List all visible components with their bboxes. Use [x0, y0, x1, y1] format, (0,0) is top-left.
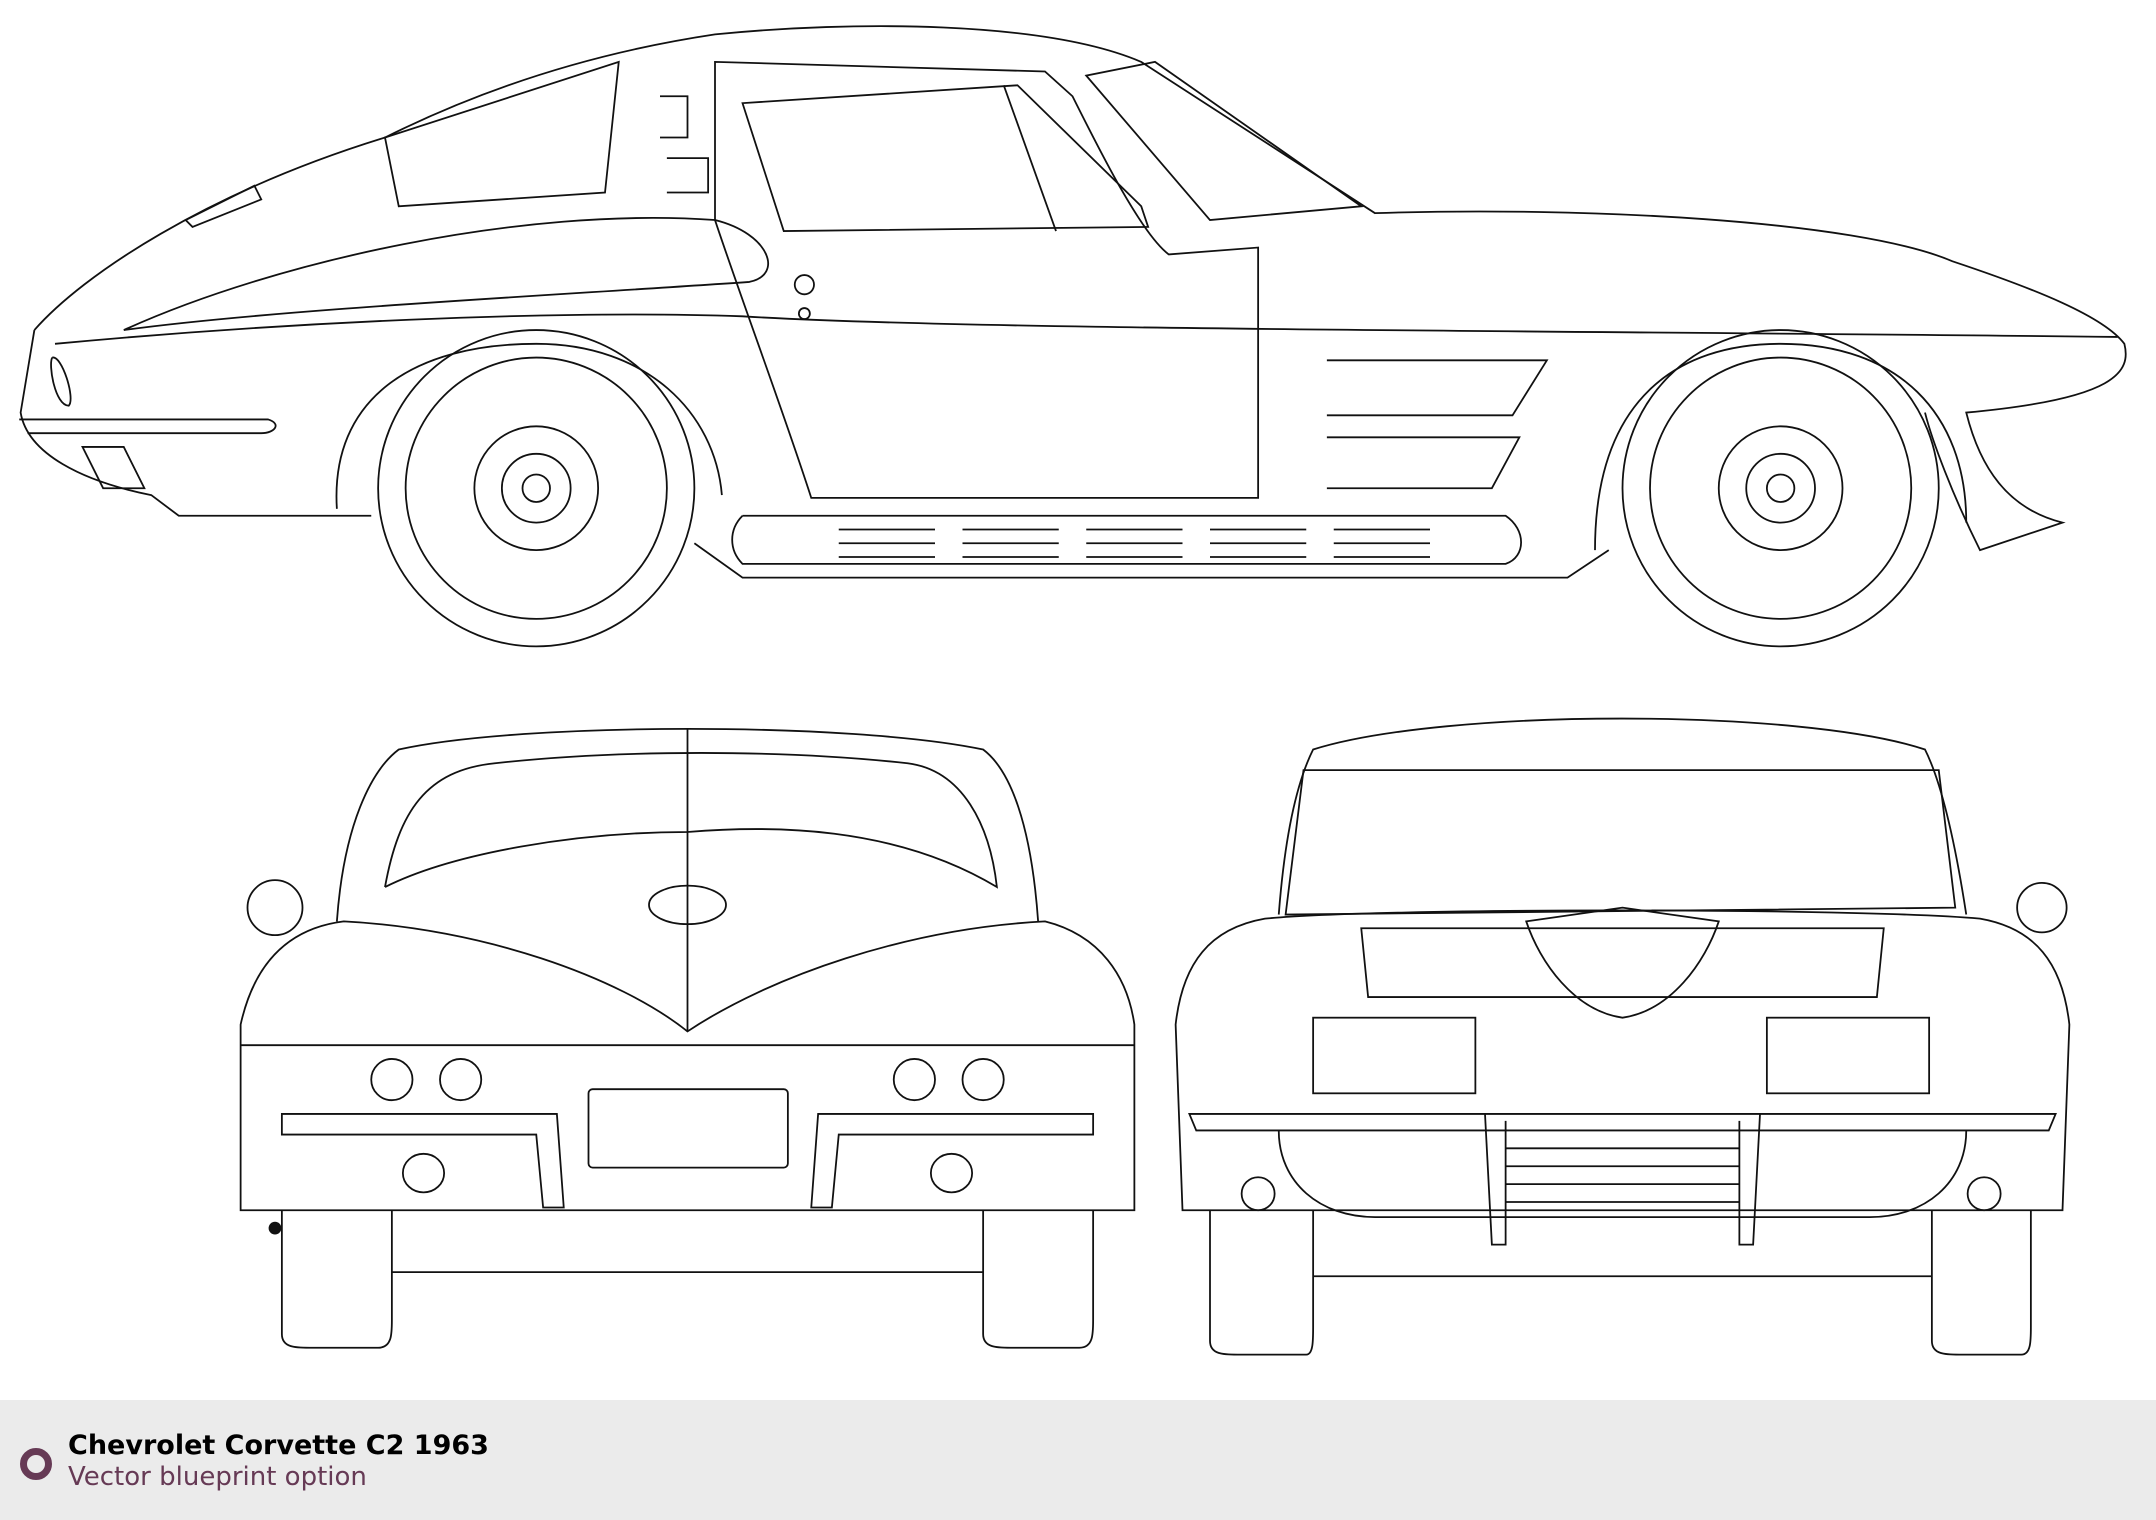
caption-title: Chevrolet Corvette C2 1963 — [68, 1430, 489, 1461]
blueprint-drawing — [19, 25, 2127, 1356]
rear-view — [239, 728, 1136, 1349]
caption-subtitle: Vector blueprint option — [68, 1462, 367, 1492]
front-view — [1174, 717, 2071, 1356]
side-view — [19, 25, 2127, 648]
circle-logo-icon — [20, 1448, 52, 1480]
caption-bar: Chevrolet Corvette C2 1963 Vector bluepr… — [0, 1400, 2156, 1520]
